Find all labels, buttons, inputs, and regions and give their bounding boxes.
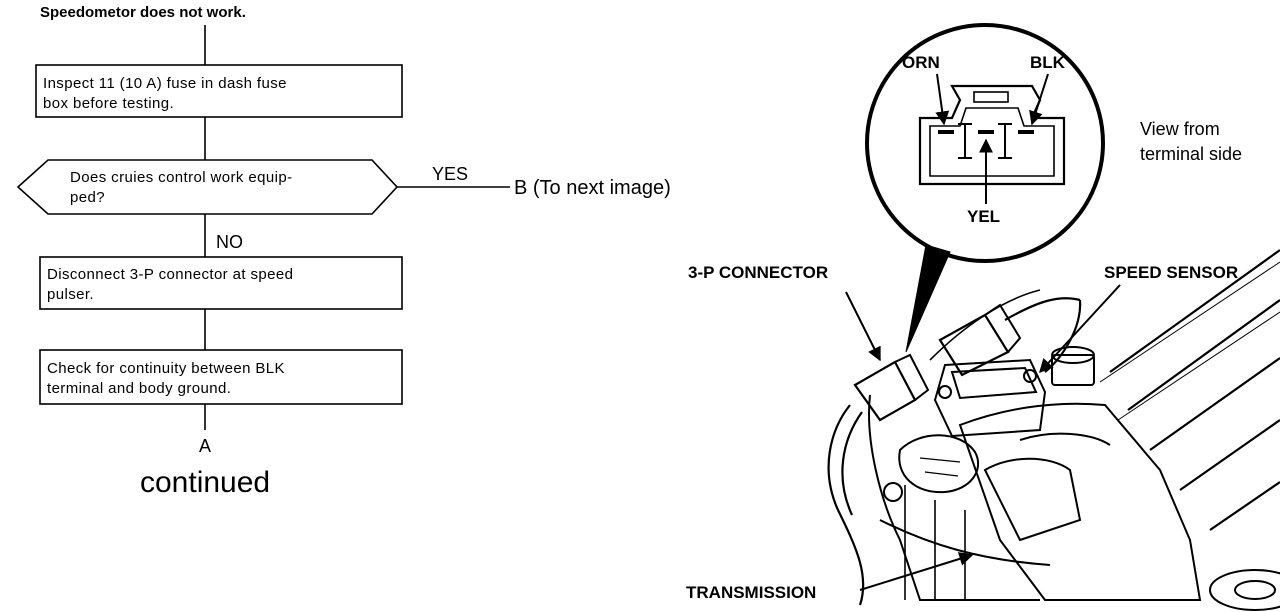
decision-line1: Does cruies control work equip- <box>70 169 293 186</box>
connector-magnifier <box>865 23 1105 353</box>
sensor-drive-gear <box>898 434 980 494</box>
callout-transmission: TRANSMISSION <box>686 583 816 602</box>
output-flange <box>1209 569 1280 611</box>
step2-line2: pulser. <box>47 286 94 303</box>
yes-target-label: B (To next image) <box>514 177 671 199</box>
connector-callout-arrow <box>845 291 881 362</box>
hex-bolt-head <box>1051 346 1095 364</box>
step2-line1: Disconnect 3-P connector at speed <box>47 266 293 283</box>
bracket-edge <box>1019 432 1111 446</box>
case-ribs <box>1109 249 1280 531</box>
harness-wire-2 <box>841 411 863 516</box>
continued-label: continued <box>140 466 270 499</box>
orn-leader-arrow <box>935 73 950 126</box>
callout-3p-connector: 3-P CONNECTOR <box>688 263 828 282</box>
step-disconnect-box <box>39 256 403 310</box>
sensor-bolt-left <box>938 385 952 399</box>
bracket-cutout <box>983 457 1082 542</box>
step1-line1: Inspect 11 (10 A) fuse in dash fuse <box>43 75 287 92</box>
case-bolt <box>883 482 903 502</box>
sensor-wire <box>1004 297 1081 321</box>
case-outline-left <box>868 394 1040 601</box>
connector-latch <box>973 91 1009 103</box>
magnifier-pointer <box>905 244 951 353</box>
sensor-side-connector <box>938 313 1010 377</box>
yes-label: YES <box>432 164 468 184</box>
yel-label: YEL <box>967 207 1000 226</box>
speed-sensor-top <box>950 366 1038 400</box>
transmission-bracket <box>958 402 1202 601</box>
speed-sensor-body <box>933 358 1047 438</box>
decision-line2: ped? <box>70 189 105 206</box>
connector-cable <box>929 289 1041 361</box>
end-connector-label: A <box>199 436 211 456</box>
no-label: NO <box>216 232 243 252</box>
harness-3p-connector <box>853 360 917 422</box>
harness-connector-latch <box>894 353 930 401</box>
blk-leader-arrow <box>1029 73 1049 126</box>
terminal-divider-right <box>998 123 1012 159</box>
step1-line2: box before testing. <box>43 95 174 112</box>
blk-label: BLK <box>1030 53 1066 72</box>
orn-label: ORN <box>902 53 940 72</box>
speed-sensor-callout-arrow <box>1039 284 1121 374</box>
flowchart-start-title: Speedometor does not work. <box>40 4 246 21</box>
callout-speed-sensor: SPEED SENSOR <box>1104 263 1238 282</box>
transmission-callout-arrow <box>859 552 974 591</box>
harness-wire-1 <box>827 404 865 606</box>
step-continuity-box <box>39 349 403 405</box>
sensor-bolt-right <box>1023 369 1037 383</box>
view-note-line2: terminal side <box>1140 144 1242 164</box>
case-rib-highlights <box>1099 261 1280 421</box>
view-note-line1: View from <box>1140 119 1220 139</box>
transmission-illustration <box>827 249 1280 611</box>
terminal-divider-left <box>958 123 972 159</box>
magnifier-circle <box>865 23 1105 263</box>
step-inspect-fuse-box <box>35 64 403 118</box>
output-flange-hub <box>1234 580 1276 600</box>
case-seam <box>879 519 1051 566</box>
flowchart <box>16 25 510 430</box>
gear-detail <box>919 457 961 477</box>
step3-line1: Check for continuity between BLK <box>47 360 285 377</box>
connector-inner-outline <box>929 107 1055 177</box>
step3-line2: terminal and body ground. <box>47 380 231 397</box>
